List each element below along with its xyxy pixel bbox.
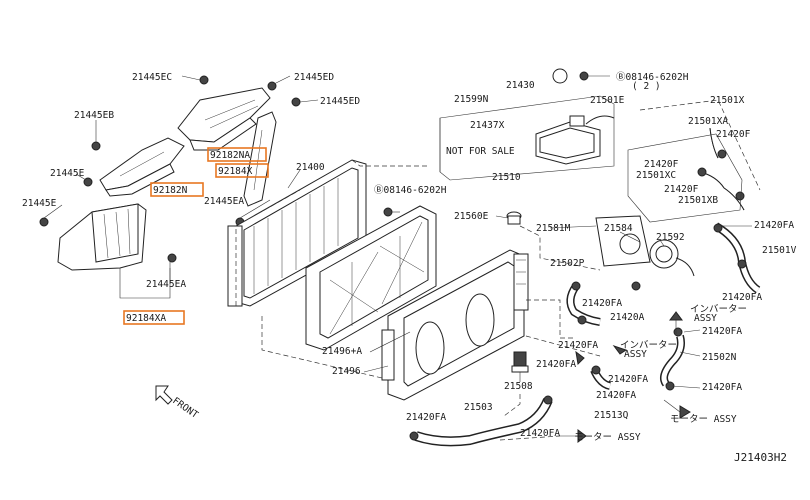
label-92184XA: 92184XA bbox=[126, 313, 166, 324]
label-21496: 21496 bbox=[332, 366, 361, 377]
label-21420FA-center-c: 21420FA bbox=[608, 374, 648, 385]
label-21445E-b: 21445E bbox=[22, 198, 57, 209]
bolt-icon-left bbox=[383, 207, 400, 217]
front-direction-icon bbox=[155, 385, 173, 405]
label-inverter-assy-right: インバーター bbox=[690, 304, 747, 315]
label-21513Q: 21513Q bbox=[594, 410, 629, 421]
reservoir-tank bbox=[535, 68, 615, 165]
radiator bbox=[381, 249, 529, 401]
hose-upper-right bbox=[697, 127, 745, 211]
label-21501XB: 21501XB bbox=[678, 195, 718, 206]
lower-air-guide bbox=[57, 203, 147, 271]
label-inverter-assy-right-2: ASSY bbox=[694, 313, 717, 324]
label-21445E-a: 21445E bbox=[50, 168, 85, 179]
label-21420FA-bottom: 21420FA bbox=[520, 428, 560, 439]
clip-icons bbox=[39, 75, 301, 263]
label-21430: 21430 bbox=[506, 80, 535, 91]
label-21599N: 21599N bbox=[454, 94, 489, 105]
hose-21502N bbox=[660, 327, 685, 391]
label-21445EB: 21445EB bbox=[74, 110, 114, 121]
radiator-cap bbox=[506, 211, 522, 225]
label-21501XC: 21501XC bbox=[636, 170, 676, 181]
hose-21502P bbox=[566, 281, 601, 326]
label-inverter-assy-center: インバーター bbox=[620, 340, 677, 351]
label-21502N: 21502N bbox=[702, 352, 737, 363]
label-21420FA-lower-center: 21420FA bbox=[596, 390, 636, 401]
label-21503: 21503 bbox=[464, 402, 493, 413]
label-21445EA-a: 21445EA bbox=[204, 196, 244, 207]
label-21445ED-b: 21445ED bbox=[320, 96, 360, 107]
label-21560E: 21560E bbox=[454, 211, 489, 222]
highlight-92184XA bbox=[123, 310, 185, 325]
highlight-92182NA bbox=[207, 147, 267, 162]
highlight-92182N bbox=[150, 182, 204, 197]
label-21400: 21400 bbox=[296, 162, 325, 173]
label-21445EA-b: 21445EA bbox=[146, 279, 186, 290]
label-08146-right: Ⓑ08146-6202H bbox=[616, 72, 689, 83]
label-21420FA-right-b: 21420FA bbox=[702, 382, 742, 393]
label-21501X: 21501X bbox=[710, 95, 745, 106]
label-not-for-sale: NOT FOR SALE bbox=[446, 146, 515, 157]
label-21496A: 21496+A bbox=[322, 346, 362, 357]
highlight-boxes bbox=[123, 147, 269, 325]
label-21445ED-a: 21445ED bbox=[294, 72, 334, 83]
flow-arrows bbox=[560, 311, 691, 443]
label-21420F-b: 21420F bbox=[644, 159, 679, 170]
label-21592: 21592 bbox=[656, 232, 685, 243]
label-08146-left: Ⓑ08146-6202H bbox=[374, 185, 447, 196]
label-21420FA-right-mid: 21420FA bbox=[722, 292, 762, 303]
label-diagram-code: J21403H2 bbox=[734, 451, 787, 464]
label-08146-right-qty: ( 2 ) bbox=[632, 81, 661, 92]
leader-lines bbox=[43, 75, 752, 389]
label-92184X: 92184X bbox=[218, 166, 253, 177]
label-21510: 21510 bbox=[492, 172, 521, 183]
middle-air-guide bbox=[99, 137, 185, 197]
label-21501V: 21501V bbox=[762, 245, 797, 256]
radiator-shroud bbox=[305, 205, 437, 351]
label-92182NA: 92182NA bbox=[210, 150, 250, 161]
side-air-seal bbox=[243, 111, 277, 207]
label-21420F-a: 21420F bbox=[716, 129, 751, 140]
label-21581M: 21581M bbox=[536, 223, 571, 234]
label-21584: 21584 bbox=[604, 223, 633, 234]
electric-water-pump bbox=[595, 215, 695, 291]
label-21502P: 21502P bbox=[550, 258, 585, 269]
label-front: FRONT bbox=[170, 395, 200, 421]
label-motor-assy-bottom: モーター ASSY bbox=[574, 432, 641, 443]
hose-21513Q bbox=[590, 365, 612, 390]
assembly-lines bbox=[235, 99, 761, 441]
label-21420A: 21420A bbox=[610, 312, 645, 323]
label-21420FA-right-a: 21420FA bbox=[702, 326, 742, 337]
label-21420FA-center-b: 21420FA bbox=[536, 359, 576, 370]
label-21501XA: 21501XA bbox=[688, 116, 728, 127]
label-motor-assy-right: モーター ASSY bbox=[670, 414, 737, 425]
label-92182N: 92182N bbox=[153, 185, 188, 196]
label-21420FA-pump: 21420FA bbox=[582, 298, 622, 309]
label-21420FA-center: 21420FA bbox=[558, 340, 598, 351]
label-21445EC: 21445EC bbox=[132, 72, 172, 83]
upper-air-guide bbox=[177, 87, 271, 151]
hose-21503 bbox=[409, 395, 553, 447]
label-21420FA-upper-right: 21420FA bbox=[754, 220, 794, 231]
label-21420FA-lower-left: 21420FA bbox=[406, 412, 446, 423]
label-21501E: 21501E bbox=[590, 95, 625, 106]
highlight-92184X bbox=[215, 163, 269, 178]
drain-plug bbox=[511, 351, 529, 373]
label-21437X: 21437X bbox=[470, 120, 505, 131]
label-21420F-c: 21420F bbox=[664, 184, 699, 195]
label-21508: 21508 bbox=[504, 381, 533, 392]
hose-21501V bbox=[713, 222, 761, 294]
label-inverter-assy-center-2: ASSY bbox=[624, 349, 647, 360]
